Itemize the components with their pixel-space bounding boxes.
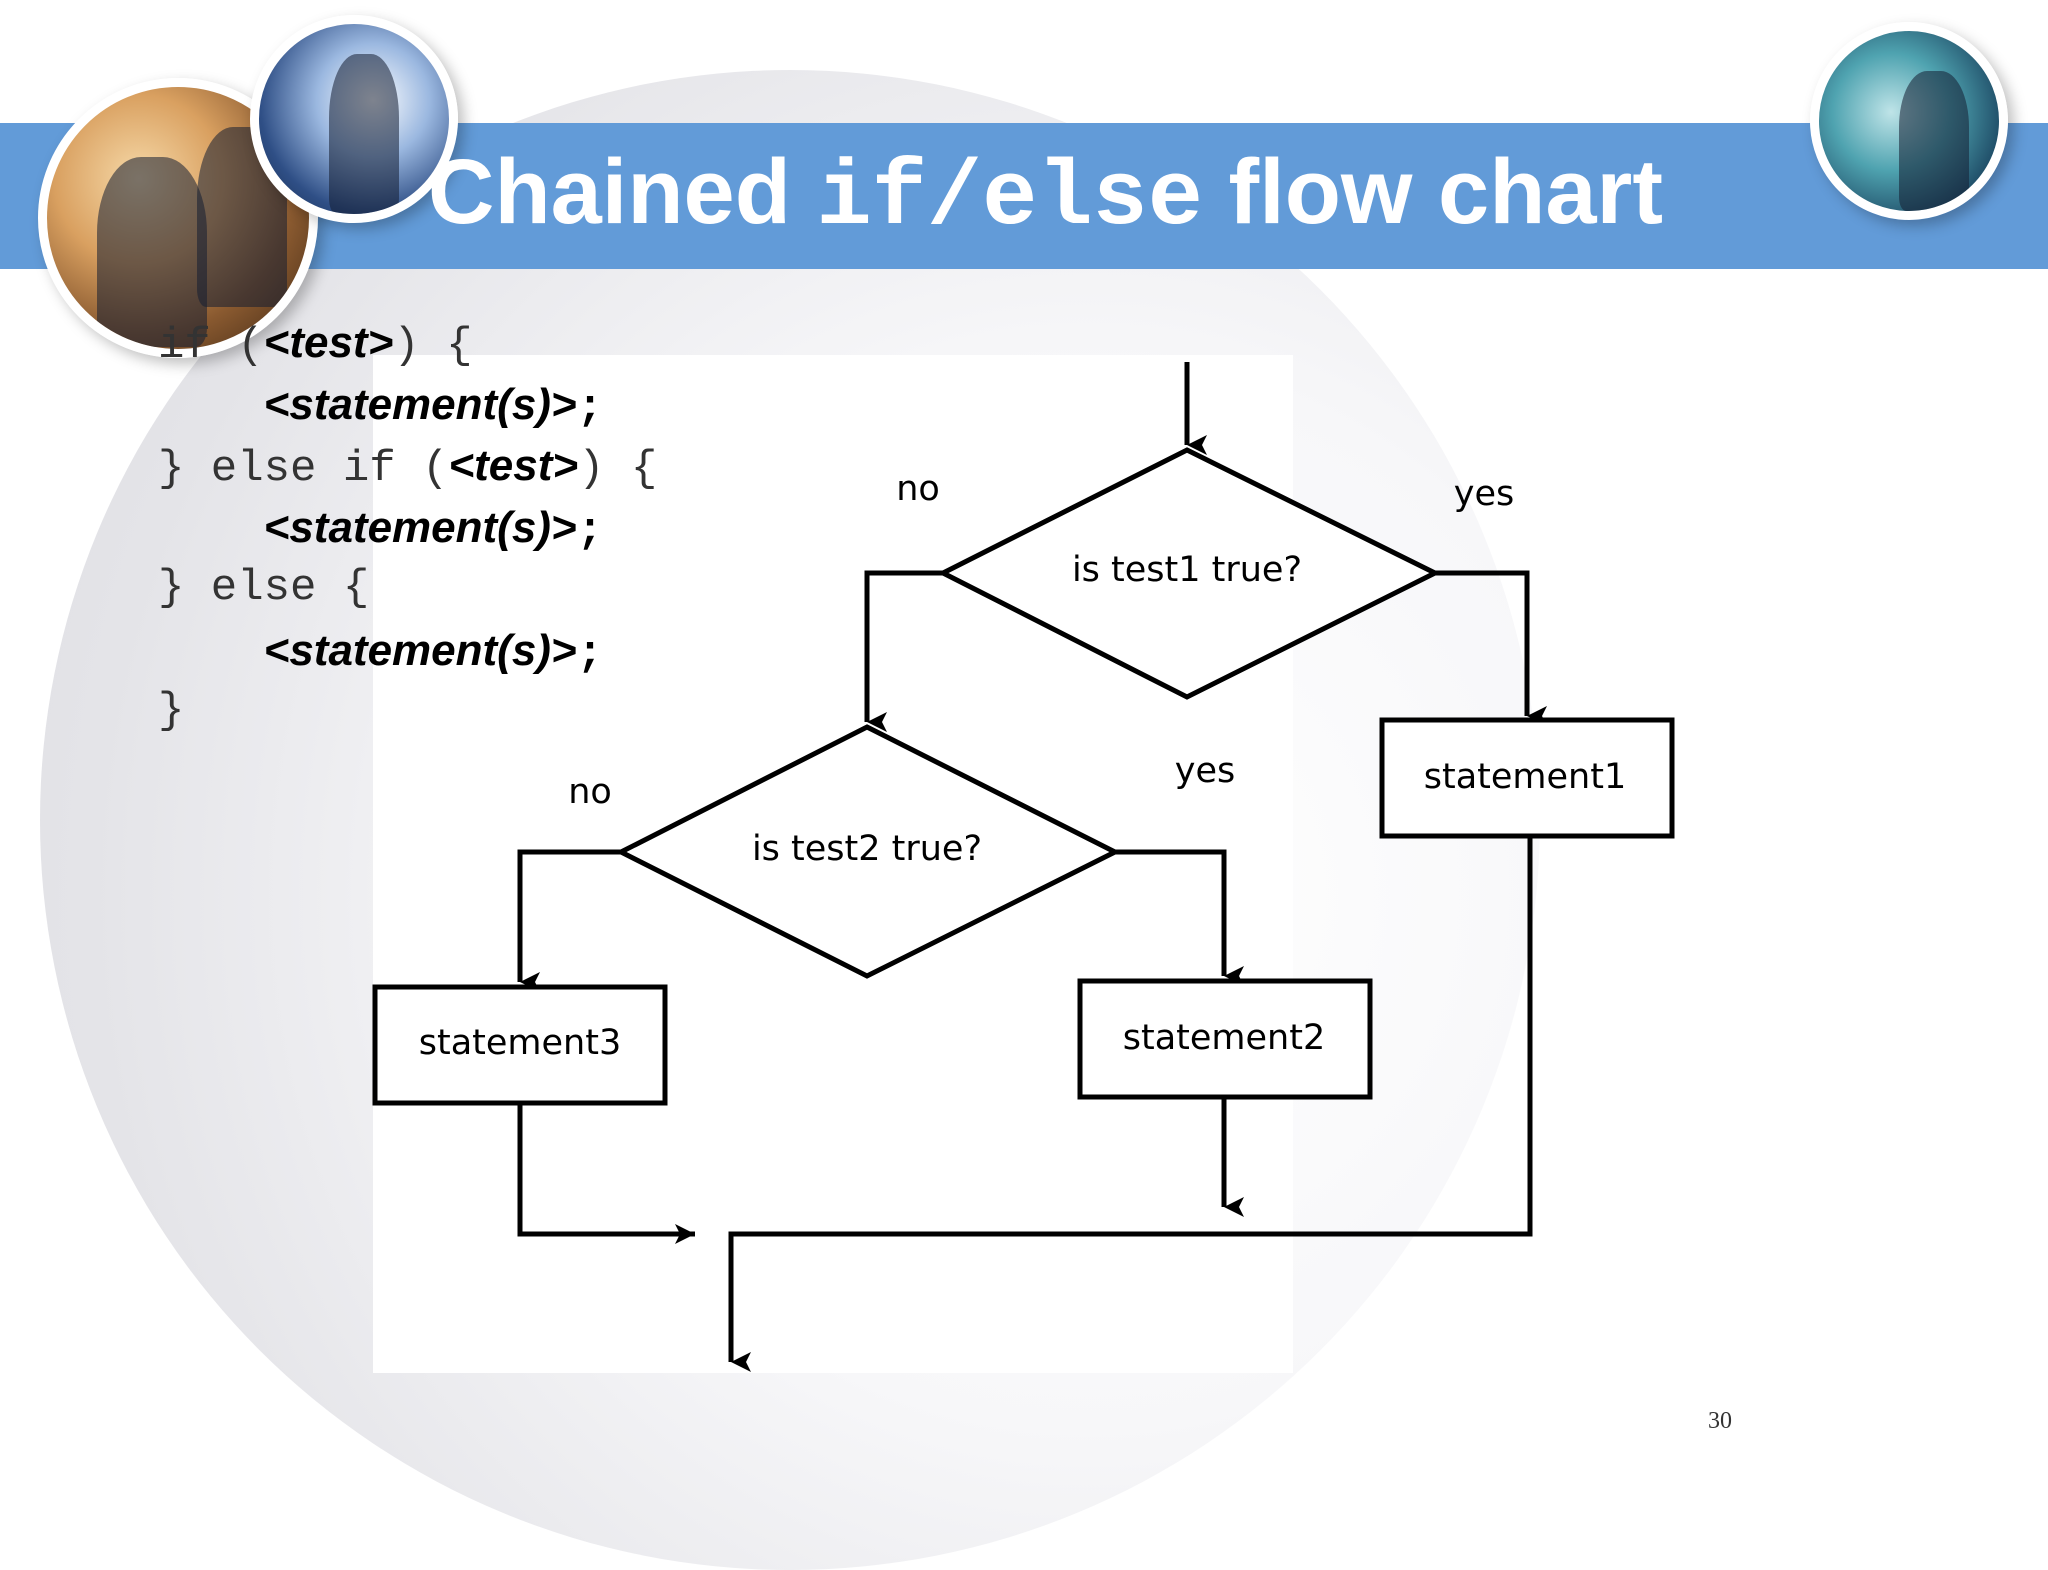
- connector-test2-no: [517, 849, 621, 992]
- connector-test1-no: [864, 570, 943, 732]
- code-keyword: } else if (: [158, 444, 449, 494]
- code-line-7: }: [158, 681, 657, 743]
- code-statement-placeholder: <statement(s)>: [263, 625, 577, 675]
- code-keyword: ) {: [578, 444, 658, 494]
- page-number: 30: [1708, 1408, 1732, 1434]
- connector-statement1-merge: [728, 836, 1533, 1372]
- yes-label-test1: yes: [1454, 474, 1514, 514]
- yes-label-test2: yes: [1175, 751, 1235, 791]
- code-statement-placeholder: <statement(s)>: [263, 502, 577, 552]
- code-keyword: } else {: [158, 563, 370, 613]
- code-semicolon: ;: [576, 505, 604, 556]
- code-line-5: } else {: [158, 558, 657, 620]
- test2-label: is test2 true?: [752, 829, 982, 869]
- code-semicolon: ;: [576, 628, 604, 679]
- code-keyword: if (: [158, 321, 264, 371]
- code-statement-placeholder: <statement(s)>: [263, 379, 577, 429]
- statement1-label: statement1: [1424, 757, 1626, 797]
- code-line-1: if (<test>) {: [158, 312, 657, 374]
- code-test-placeholder: <test>: [263, 318, 394, 367]
- no-label-test2: no: [568, 772, 612, 812]
- connector-test2-yes: [1115, 849, 1244, 986]
- flow-chart: is test1 true? is test2 true? no yes no …: [372, 362, 1675, 1372]
- statement2-box: [1077, 978, 1373, 1100]
- title-prefix: Chained: [428, 141, 817, 243]
- handshake-photo: [250, 15, 458, 223]
- no-label-test1: no: [896, 469, 940, 509]
- title-suffix: flow chart: [1202, 141, 1664, 243]
- code-test-placeholder: <test>: [448, 441, 579, 490]
- code-line-4: <statement(s)>;: [158, 497, 657, 559]
- code-line-2: <statement(s)>;: [158, 374, 657, 436]
- statement3-box: [372, 984, 668, 1106]
- business-team-photo: [38, 78, 318, 358]
- page-title: Chained if/else flow chart: [428, 128, 1663, 256]
- connector-statement3-merge: [517, 1103, 695, 1244]
- connector-test1-yes: [1435, 570, 1547, 726]
- statement3-label: statement3: [419, 1023, 621, 1063]
- title-code: if/else: [816, 146, 1203, 251]
- code-block: if (<test>) { <statement(s)>; } else if …: [158, 312, 657, 743]
- code-keyword: }: [158, 686, 185, 736]
- test1-label: is test1 true?: [1072, 550, 1302, 590]
- decision-test2: [615, 724, 1121, 979]
- decision-test1: [937, 447, 1441, 700]
- code-line-3: } else if (<test>) {: [158, 435, 657, 497]
- code-line-6: <statement(s)>;: [158, 620, 657, 682]
- code-keyword: ) {: [393, 321, 473, 371]
- code-semicolon: ;: [576, 382, 604, 433]
- statement2-label: statement2: [1123, 1018, 1325, 1058]
- statement1-box: [1379, 717, 1675, 839]
- meeting-photo: [1810, 22, 2008, 220]
